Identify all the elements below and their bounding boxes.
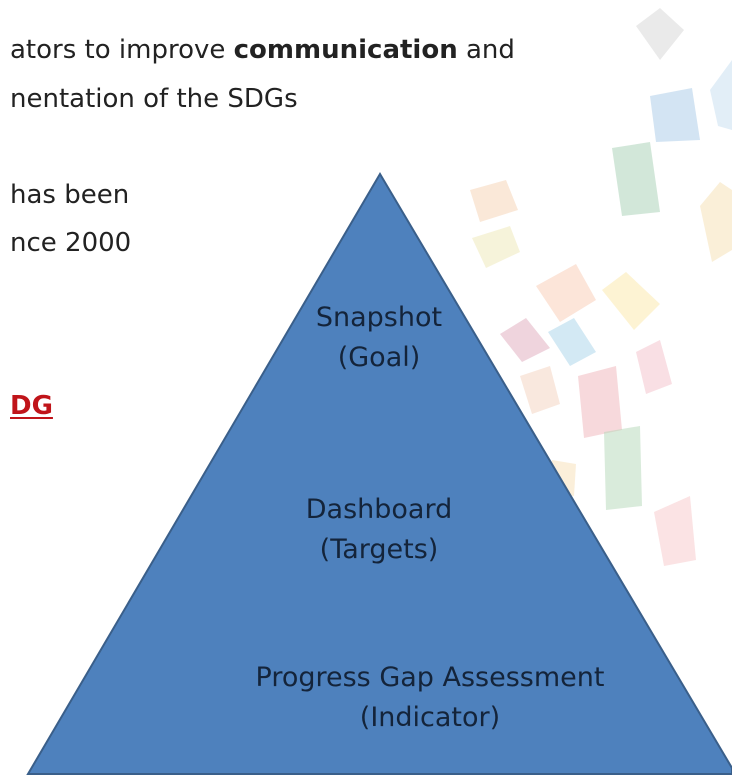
tier-title: Progress Gap Assessment [255, 662, 605, 693]
body-text-line-3: has been [10, 180, 130, 210]
pyramid-shape [26, 172, 732, 775]
body-text-line-1: ators to improve communication and [10, 34, 515, 66]
tier-subtitle: (Targets) [319, 534, 439, 565]
tier-subtitle: (Indicator) [359, 702, 501, 733]
tier-title: Dashboard [305, 494, 453, 525]
line1-suffix: and [457, 35, 515, 65]
communication-emphasis: communication [233, 35, 458, 65]
pyramid-tier-snapshot: Snapshot (Goal) [258, 298, 500, 378]
body-text-line-2: nentation of the SDGs [10, 84, 298, 114]
tier-title: Snapshot [315, 302, 443, 333]
pyramid-tier-progress-gap-assessment: Progress Gap Assessment (Indicator) [170, 658, 690, 738]
pyramid-tier-dashboard: Dashboard (Targets) [258, 490, 500, 570]
body-text-line-4: nce 2000 [10, 228, 132, 258]
line1-prefix: ators to improve [10, 35, 234, 65]
sdg-link[interactable]: DG [10, 391, 53, 421]
tier-subtitle: (Goal) [337, 342, 421, 373]
